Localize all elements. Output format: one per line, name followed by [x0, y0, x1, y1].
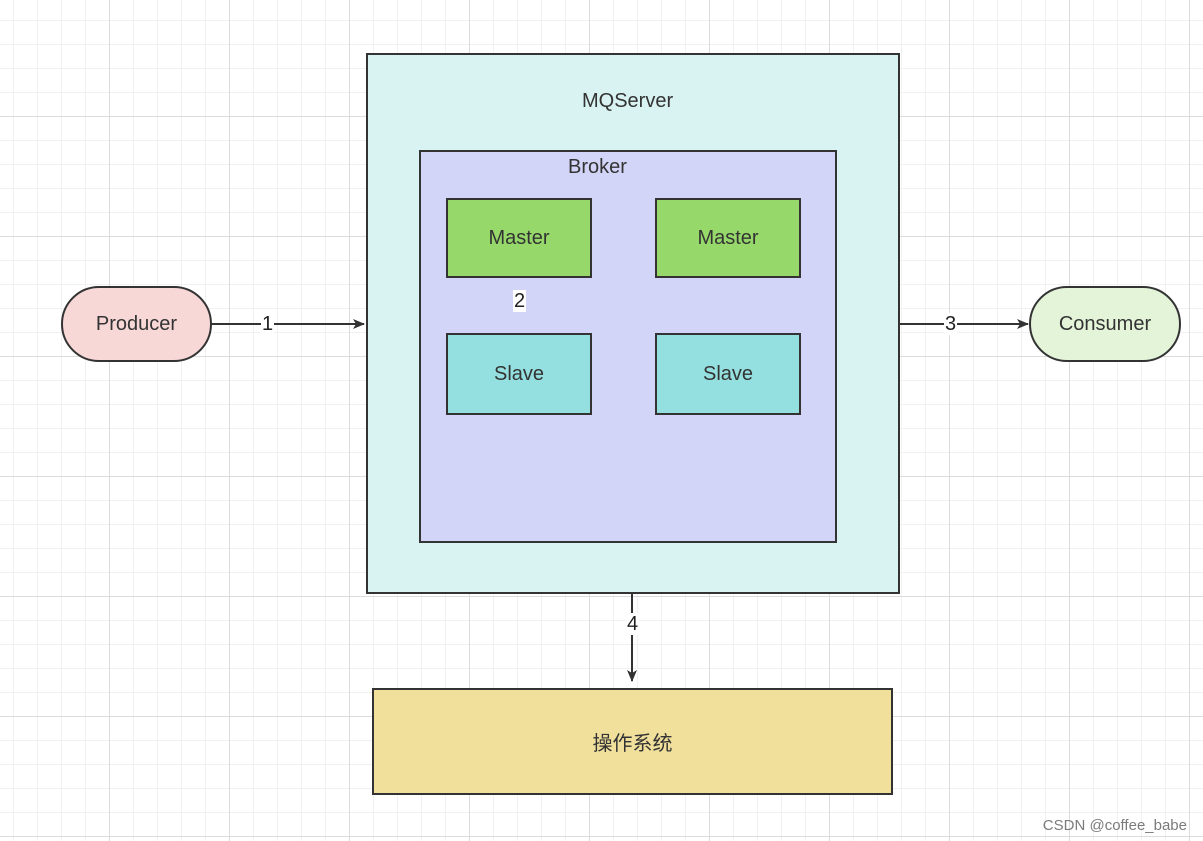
slave-node-right: Slave	[655, 333, 801, 415]
edge-label-2: 2	[513, 290, 527, 312]
master-node-left: Master	[446, 198, 592, 278]
master-node-right: Master	[655, 198, 801, 278]
producer-node: Producer	[61, 286, 212, 362]
consumer-node: Consumer	[1029, 286, 1181, 362]
os-node: 操作系统	[372, 688, 893, 795]
broker-label: Broker	[568, 156, 627, 178]
edge-label-4: 4	[626, 613, 640, 635]
edge-label-1: 1	[261, 313, 275, 335]
csdn-watermark: CSDN @coffee_babe	[1042, 817, 1187, 834]
mqserver-label: MQServer	[582, 90, 674, 112]
slave-node-left: Slave	[446, 333, 592, 415]
edge-label-3: 3	[944, 313, 958, 335]
